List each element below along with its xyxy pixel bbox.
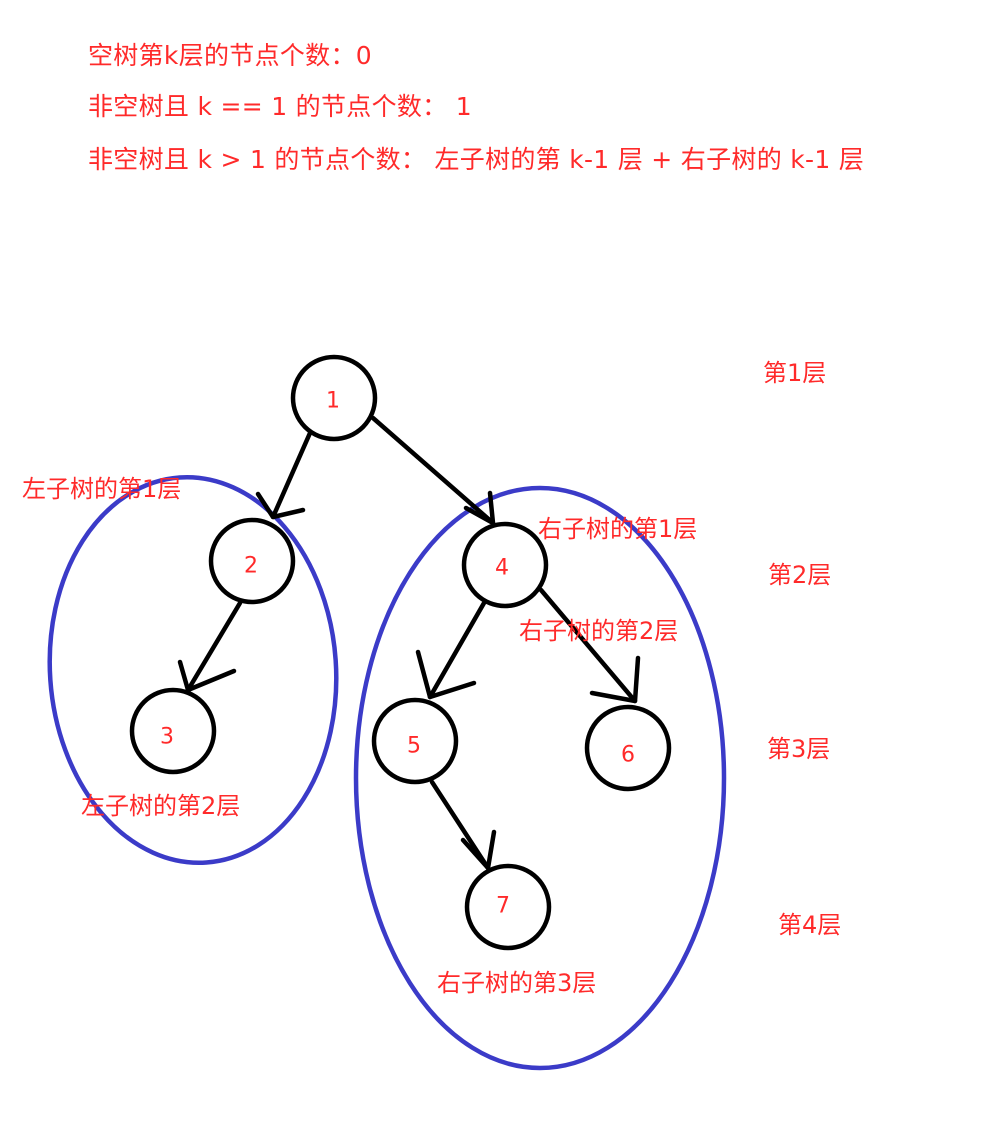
left-subtree-level2-label: 左子树的第2层: [81, 792, 240, 820]
level-label-1: 第1层: [763, 359, 826, 387]
tree-node-4: [461, 521, 549, 609]
rule-empty-tree: 空树第k层的节点个数：0: [88, 41, 372, 70]
edge-2-3: [185, 600, 243, 693]
left-subtree-level1-label: 左子树的第1层: [22, 475, 181, 503]
arrow-head-4: [463, 490, 496, 526]
arrow-head-3: [177, 659, 237, 693]
right-subtree-level2-label: 右子树的第2层: [519, 617, 678, 645]
node-label-3: 3: [160, 725, 174, 750]
edge-4-6: [538, 587, 638, 704]
left-subtree-ellipse: [47, 474, 339, 866]
edge-4-5: [427, 600, 487, 700]
right-subtree-level1-label: 右子树的第1层: [538, 515, 697, 543]
right-subtree-ellipse: [353, 485, 727, 1071]
edge-1-4: [370, 415, 496, 526]
rule-k-greater-1: 非空树且 k > 1 的节点个数： 左子树的第 k-1 层 + 右子树的 k-1…: [88, 145, 865, 174]
level-label-4: 第4层: [778, 911, 841, 939]
tree-node-5: [371, 697, 459, 785]
node-label-4: 4: [495, 556, 509, 581]
edge-1-2: [270, 430, 313, 520]
tree-node-3: [129, 687, 217, 775]
node-label-1: 1: [326, 389, 340, 414]
arrow-head-5: [415, 649, 477, 700]
arrow-head-6: [589, 655, 641, 704]
node-label-7: 7: [496, 894, 510, 919]
edge-5-7: [429, 779, 491, 871]
node-label-2: 2: [244, 554, 258, 579]
tree-node-7: [464, 863, 552, 951]
node-label-6: 6: [621, 743, 635, 768]
tree-node-6: [584, 704, 672, 792]
level-label-2: 第2层: [768, 561, 831, 589]
level-label-3: 第3层: [767, 735, 830, 763]
tree-node-2: [208, 517, 296, 605]
rule-k-equals-1: 非空树且 k == 1 的节点个数： 1: [88, 92, 472, 121]
arrow-head-2: [255, 491, 306, 520]
right-subtree-level3-label: 右子树的第3层: [437, 969, 596, 997]
node-label-5: 5: [407, 734, 421, 759]
tree-node-1: [290, 354, 378, 442]
arrow-head-7: [460, 829, 497, 871]
